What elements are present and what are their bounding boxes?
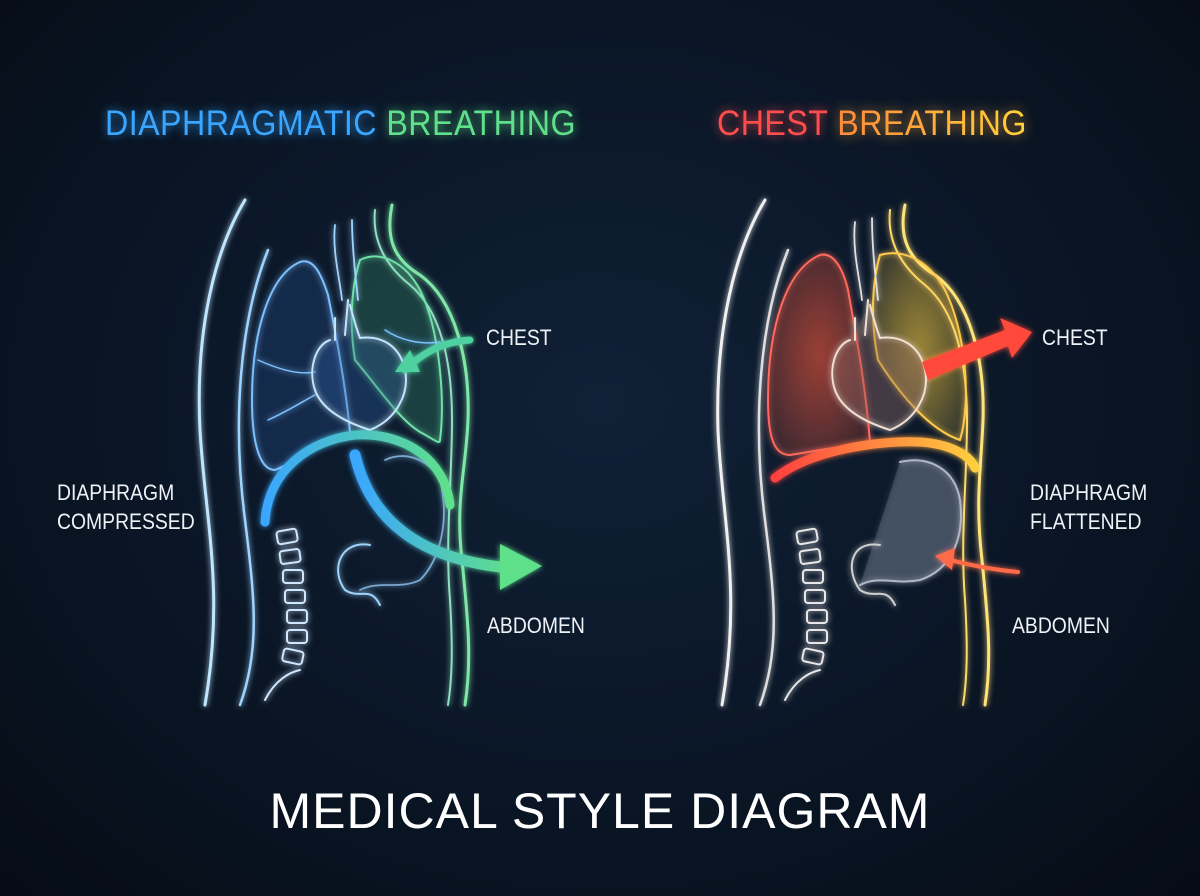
abdomen-arrow-head [500, 544, 542, 590]
right-panel-title: CHEST BREATHING [717, 104, 1027, 144]
left-diaphragm-label-line2: COMPRESSED [57, 509, 195, 534]
heart [311, 299, 407, 432]
left-chest-label: CHEST [486, 325, 552, 350]
chest-arrow-head [395, 350, 420, 372]
left-diaphragm-label-line1: DIAPHRAGM [57, 480, 175, 505]
abdomen-arrow [349, 449, 516, 574]
stomach [359, 455, 445, 591]
diaphragm-arc [260, 430, 455, 527]
abdomen-arrow [948, 558, 1020, 574]
right-diaphragm-label-line1: DIAPHRAGM [1030, 480, 1148, 505]
footer-title: MEDICAL STYLE DIAGRAM [269, 783, 931, 839]
right-diaphragm-label: DIAPHRAGM FLATTENED [1030, 478, 1147, 536]
title-part-breathing: BREATHING [837, 104, 1027, 143]
front-outline [388, 203, 471, 707]
spine [784, 527, 828, 701]
trachea [853, 217, 879, 301]
intestine [850, 543, 896, 606]
title-part-breathing: BREATHING [386, 104, 576, 143]
chest-arrow [922, 318, 1032, 380]
heart [831, 299, 927, 432]
left-torso [197, 198, 542, 707]
title-part-diaphragmatic: DIAPHRAGMATIC [105, 104, 377, 143]
body-outline-inner [237, 248, 270, 707]
stomach [859, 459, 962, 586]
trachea [333, 219, 359, 301]
right-abdomen-label: ABDOMEN [1012, 613, 1110, 638]
left-diaphragm-label: DIAPHRAGM COMPRESSED [57, 478, 195, 536]
right-torso [716, 198, 1032, 707]
title-part-chest: CHEST [717, 104, 828, 143]
right-chest-label: CHEST [1042, 325, 1108, 350]
back-outline [716, 198, 767, 707]
left-panel-title: DIAPHRAGMATIC BREATHING [105, 104, 576, 144]
right-diaphragm-label-line2: FLATTENED [1030, 509, 1142, 534]
spine [264, 527, 308, 701]
left-abdomen-label: ABDOMEN [487, 613, 585, 638]
back-outline [197, 198, 247, 707]
abdomen-arrow-head [935, 548, 955, 570]
intestine [337, 543, 381, 606]
diaphragm-flat [770, 437, 980, 483]
